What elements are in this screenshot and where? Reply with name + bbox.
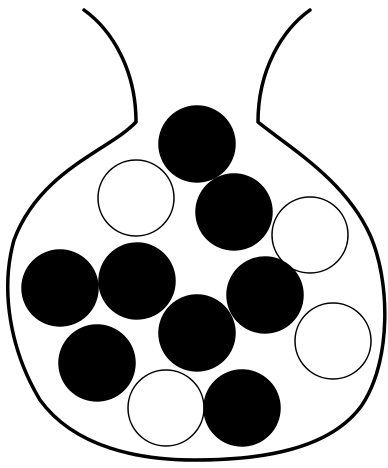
black-ball	[204, 370, 280, 446]
black-ball	[159, 106, 235, 182]
black-ball	[159, 295, 235, 371]
white-ball	[128, 370, 204, 446]
black-ball	[59, 325, 135, 401]
black-ball	[227, 257, 303, 333]
black-ball	[196, 174, 272, 250]
balls-group	[22, 106, 371, 446]
black-ball	[99, 243, 175, 319]
black-ball	[22, 250, 98, 326]
white-ball	[295, 303, 371, 379]
white-ball	[98, 160, 174, 236]
